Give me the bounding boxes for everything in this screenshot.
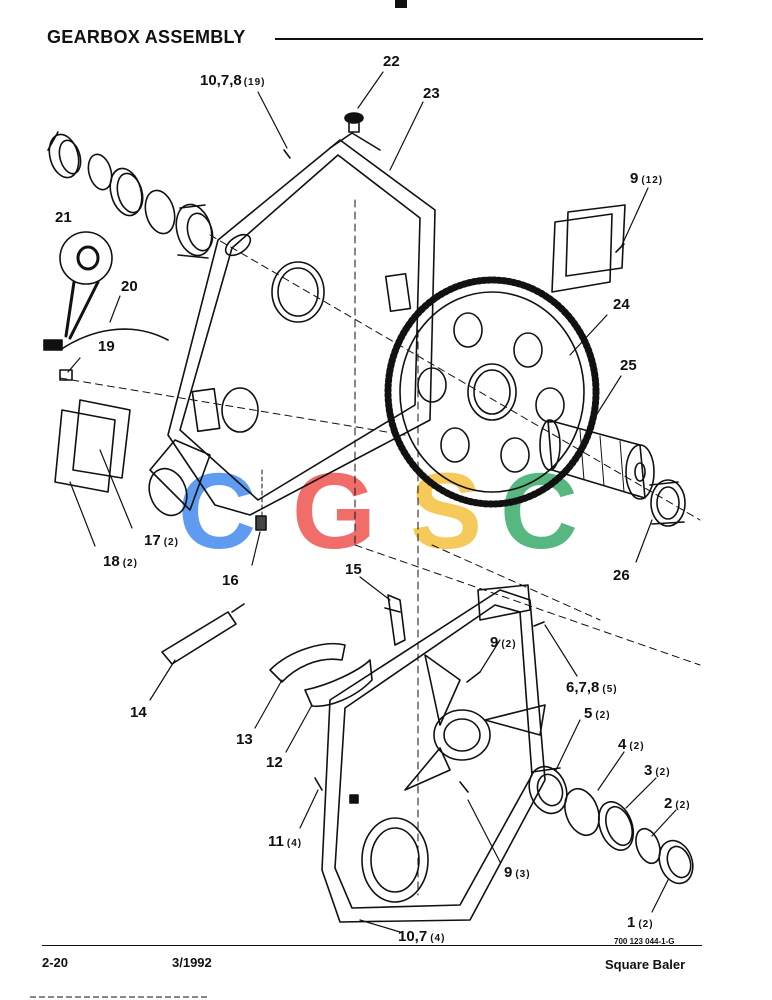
- gear-shims: [269, 642, 373, 708]
- callout-5: 5(2): [584, 705, 611, 722]
- publication-date: 3/1992: [172, 955, 212, 970]
- page-number: 2-20: [42, 955, 69, 970]
- callout-14: 14: [130, 704, 147, 721]
- callout-23: 23: [423, 85, 440, 102]
- alignment-lines: [59, 199, 701, 896]
- cropped-header-mark: [395, 0, 407, 8]
- upper-gearbox-housing: [148, 132, 436, 517]
- sensor-cable: [43, 231, 169, 381]
- callout-17: 17(2): [144, 532, 179, 549]
- callout-24: 24: [613, 296, 630, 313]
- callout-26: 26: [613, 567, 630, 584]
- sealant-tube: [161, 603, 245, 665]
- callout-22: 22: [383, 53, 400, 70]
- callout-25: 25: [620, 357, 637, 374]
- mounting-bracket: [384, 594, 406, 646]
- callout-9-a: 9(12): [630, 170, 663, 187]
- callout-10-7-8-a: 10,7,8(19): [200, 72, 266, 89]
- callout-13: 13: [236, 731, 253, 748]
- drawing-number: 700 123 044-1-G: [614, 937, 675, 946]
- inspection-cover-right: [551, 204, 626, 293]
- callout-12: 12: [266, 754, 283, 771]
- spline-shaft: [539, 419, 655, 500]
- scan-edge: [30, 996, 210, 998]
- watermark-letter-g: G: [292, 450, 376, 571]
- left-seal-and-bearing-stack: [47, 131, 214, 259]
- callout-10-7: 10,710,7(4): [398, 928, 445, 945]
- title-rule: [275, 38, 703, 40]
- callout-labels: 10,7,8(19) 22 23 9(12) 21 20 24 19 25 17…: [55, 53, 691, 945]
- callout-4: 4(2): [618, 736, 645, 753]
- callout-2: 2(2): [664, 795, 691, 812]
- callout-9-c: 9(3): [504, 864, 531, 881]
- callout-19: 19: [98, 338, 115, 355]
- drain-plug: [255, 469, 267, 531]
- callout-15: 15: [345, 561, 362, 578]
- watermark-letter-s: S: [410, 450, 482, 571]
- leader-lines: [67, 71, 677, 933]
- callout-11: 11111111(4): [268, 833, 302, 850]
- breather-part: [344, 112, 364, 133]
- callout-3: 3(2): [644, 762, 671, 779]
- callout-9-b: 9(2): [490, 634, 517, 651]
- main-gear: [384, 276, 600, 508]
- lower-gearbox-housing: [321, 584, 546, 923]
- footer-rule: [42, 945, 702, 946]
- right-seal-and-bearing-stack: [528, 765, 694, 885]
- callout-16: 16: [222, 572, 239, 589]
- callout-21: 21: [55, 209, 72, 226]
- callout-20: 20: [121, 278, 138, 295]
- callout-1: 1(2): [627, 914, 654, 931]
- page-title: GEARBOX ASSEMBLY: [47, 27, 246, 47]
- product-name: Square Baler: [605, 957, 686, 972]
- callout-6-7-8: 6,7,8(5): [566, 679, 618, 696]
- callout-18: 18(2): [103, 553, 138, 570]
- side-covers-left: [54, 399, 131, 493]
- shaft-bearing: [649, 479, 686, 527]
